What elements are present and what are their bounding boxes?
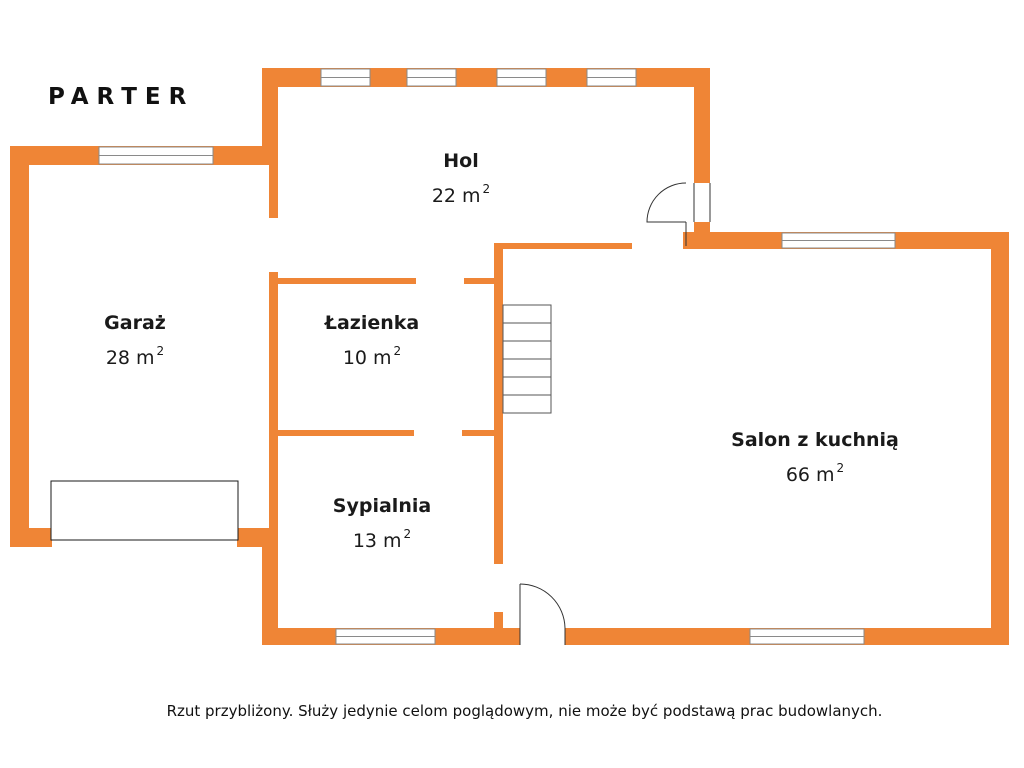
wall-hol-salon: [494, 243, 632, 249]
wall-salon-right: [991, 232, 1009, 645]
room-salon-name: Salon z kuchnią: [731, 429, 899, 451]
walls: [10, 68, 1009, 645]
window-salon-bottom: [749, 628, 865, 645]
wall-bath-bottom-left: [269, 430, 414, 436]
garage-door: [50, 480, 239, 541]
wall-garage-bottom-left: [10, 528, 52, 547]
room-hol-name: Hol: [443, 150, 479, 172]
window-hol-3: [496, 68, 547, 87]
room-sypialnia-name: Sypialnia: [332, 495, 432, 517]
window-bedroom: [335, 628, 436, 645]
door-entrance: [519, 583, 566, 645]
window-hol-2: [406, 68, 457, 87]
floor-title: PARTER: [48, 84, 195, 110]
wall-garage-left: [10, 146, 29, 547]
window-garage: [98, 146, 214, 165]
windows: [98, 68, 896, 645]
window-hol-1: [320, 68, 371, 87]
wall-bedroom-left: [262, 528, 278, 645]
wall-stair-stub: [494, 612, 503, 634]
disclaimer-footnote: Rzut przybliżony. Służy jedynie celom po…: [166, 702, 883, 720]
wall-bath-top-left: [269, 278, 416, 284]
wall-hol-left-upper: [262, 68, 278, 164]
wall-hol-right: [694, 68, 710, 183]
wall-hol-garage-stub: [269, 146, 278, 218]
stairs: [502, 304, 552, 414]
wall-bath-bottom-right: [462, 430, 497, 436]
wall-bath-top-right: [464, 278, 497, 284]
door-hol: [646, 182, 711, 246]
room-lazienka-name: Łazienka: [324, 312, 420, 334]
window-salon-top: [781, 232, 896, 249]
room-garaz-name: Garaż: [104, 312, 166, 334]
wall-interior-left: [269, 272, 278, 547]
wall-stair-left: [494, 243, 503, 564]
window-hol-4: [586, 68, 637, 87]
